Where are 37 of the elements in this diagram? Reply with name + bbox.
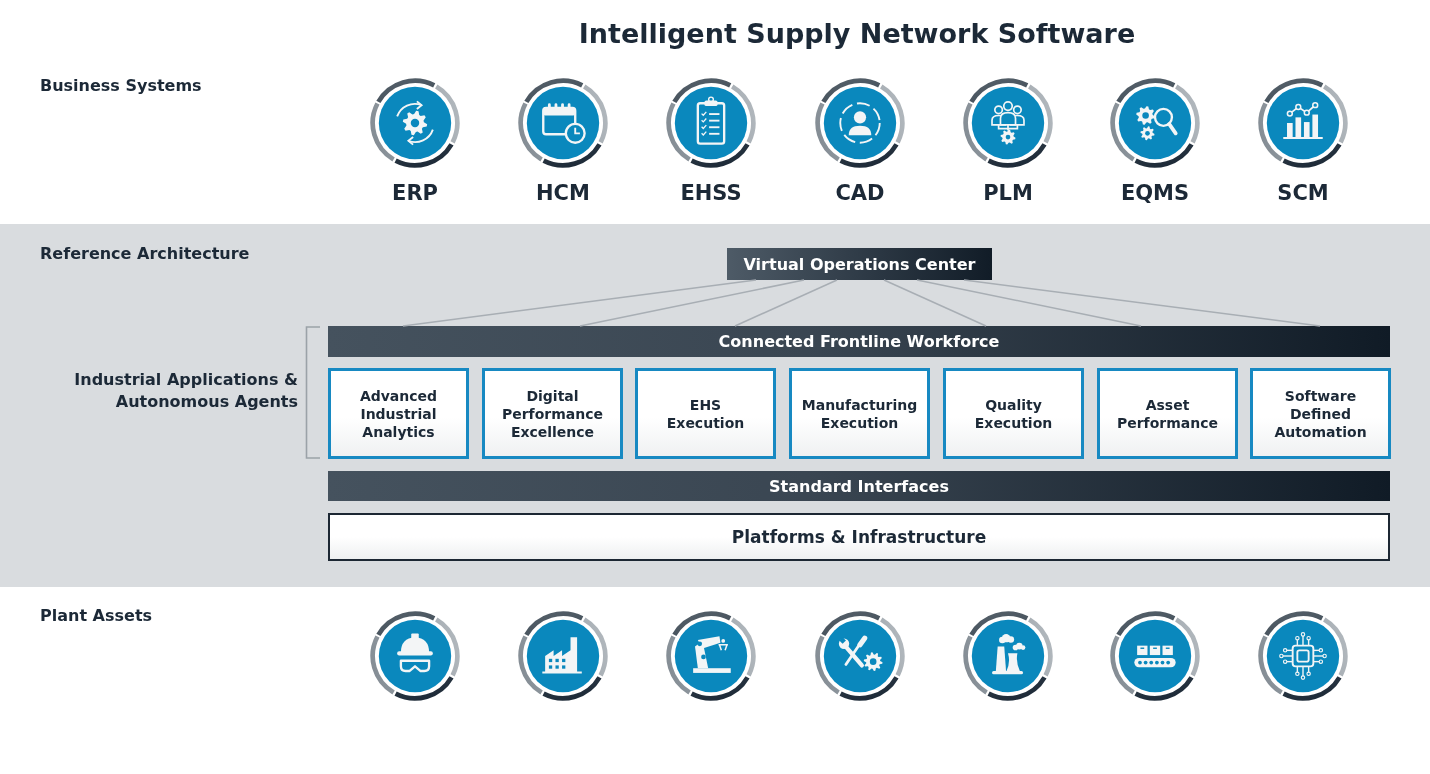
connector-line <box>883 279 987 327</box>
cooling-tower-icon <box>961 609 1055 703</box>
section-heading: Plant Assets <box>40 606 153 626</box>
robot-arm-icon <box>664 609 758 703</box>
microchip-icon <box>1256 609 1350 703</box>
application-box: Advanced Industrial Analytics <box>328 368 469 459</box>
section-band <box>0 224 1430 587</box>
connector-line <box>579 279 805 327</box>
application-box: Digital Performance Excellence <box>482 368 623 459</box>
connector-line <box>916 279 1142 327</box>
hard-hat-goggles-icon <box>368 609 462 703</box>
layer-box: Platforms & Infrastructure <box>328 513 1390 561</box>
icon-caption: ERP <box>392 182 438 204</box>
conveyor-belt-icon <box>1108 609 1202 703</box>
connector-line <box>734 279 838 327</box>
layer-bar: Connected Frontline Workforce <box>328 326 1390 357</box>
icon-caption: CAD <box>835 182 885 204</box>
icon-caption: EHSS <box>680 182 742 204</box>
application-box: Asset Performance <box>1097 368 1238 459</box>
factory-icon <box>516 609 610 703</box>
icon-caption: EQMS <box>1120 182 1190 204</box>
icon-caption: PLM <box>983 182 1033 204</box>
title: Intelligent Supply Network Software <box>578 17 1136 51</box>
icon-caption: SCM <box>1277 182 1329 204</box>
layer-bar: Standard Interfaces <box>328 471 1390 501</box>
connector-line <box>402 279 757 327</box>
application-box: Manufacturing Execution <box>789 368 930 459</box>
application-box: Software Defined Automation <box>1250 368 1391 459</box>
application-box: EHS Execution <box>635 368 776 459</box>
icon-caption: HCM <box>536 182 590 204</box>
section-heading: Reference Architecture <box>40 244 250 264</box>
section-heading: Business Systems <box>40 76 202 96</box>
connector-line <box>963 279 1321 327</box>
header-box: Virtual Operations Center <box>727 248 992 280</box>
tools-gear-icon <box>813 609 907 703</box>
application-box: Quality Execution <box>943 368 1084 459</box>
group-label: Industrial Applications & Autonomous Agents <box>73 369 298 413</box>
